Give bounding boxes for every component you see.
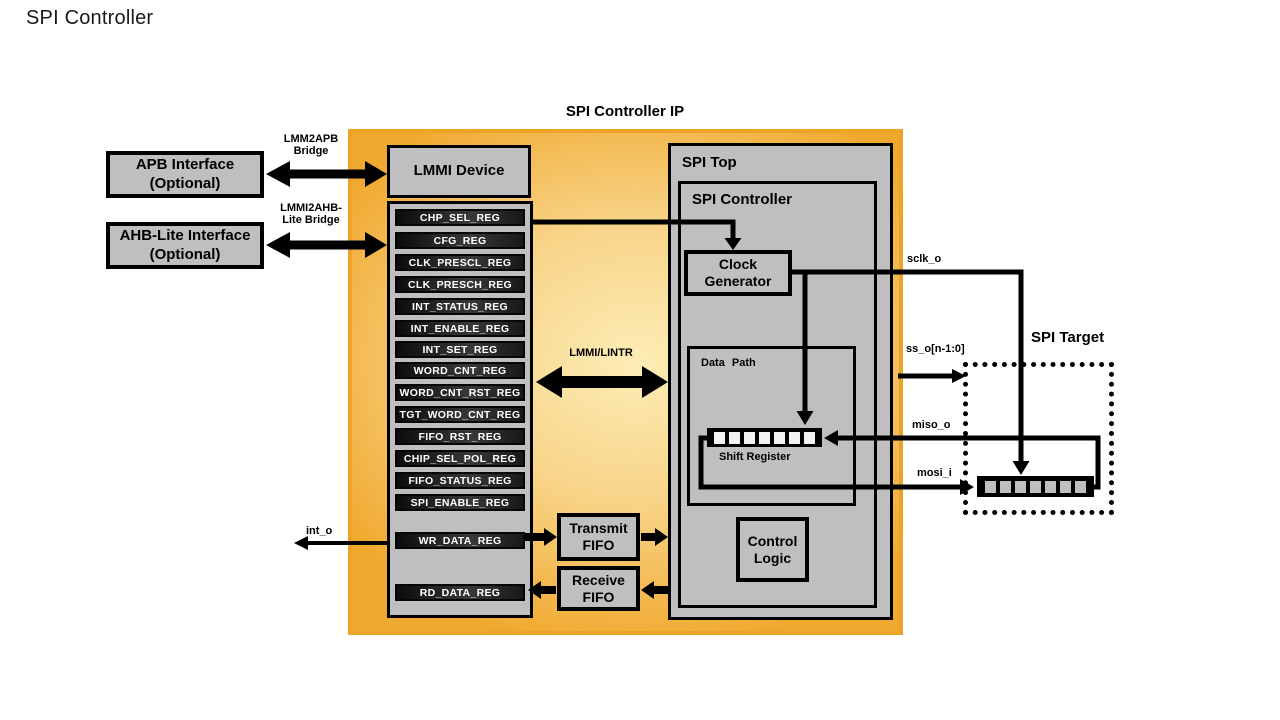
register-pill: WORD_CNT_RST_REG [395, 384, 525, 401]
shift-register-cell [1015, 480, 1026, 493]
register-pill: FIFO_STATUS_REG [395, 472, 525, 489]
int-o-signal-label: int_o [306, 525, 333, 537]
shift-register-label: Shift Register [719, 451, 791, 463]
spi-controller-label: SPI Controller [692, 191, 793, 208]
ip-block-label: SPI Controller IP [565, 103, 685, 120]
shift-register-cell [744, 431, 755, 444]
register-pill: FIFO_RST_REG [395, 428, 525, 445]
register-pill: TGT_WORD_CNT_REG [395, 406, 525, 423]
ahb-lite-interface-label: AHB-Lite Interface(Optional) [119, 226, 251, 263]
lmmi-device-box: LMMI Device [387, 145, 531, 198]
register-pill: RD_DATA_REG [395, 584, 525, 601]
controller-shift-register [707, 428, 822, 447]
register-pill: INT_SET_REG [395, 341, 525, 358]
shift-register-cell [985, 480, 996, 493]
data-path-label: Data Path [701, 357, 756, 369]
ahb-lite-interface-box: AHB-Lite Interface(Optional) [106, 222, 264, 269]
shift-register-cell [1030, 480, 1041, 493]
shift-register-cell [804, 431, 815, 444]
lmmi-lintr-label: LMMI/LINTR [569, 347, 633, 359]
shift-register-cell [1000, 480, 1011, 493]
mosi-i-signal-label: mosi_i [917, 467, 952, 479]
page-title: SPI Controller [26, 7, 154, 29]
register-pill: INT_ENABLE_REG [395, 320, 525, 337]
shift-register-cell [759, 431, 770, 444]
shift-register-cell [714, 431, 725, 444]
shift-register-cell [1075, 480, 1086, 493]
register-pill: WORD_CNT_REG [395, 362, 525, 379]
register-pill: CHP_SEL_REG [395, 209, 525, 226]
lmmi-device-label: LMMI Device [413, 162, 505, 180]
apb-interface-box: APB Interface(Optional) [106, 151, 264, 198]
shift-register-cell [1045, 480, 1056, 493]
shift-register-cell [729, 431, 740, 444]
target-shift-register [977, 476, 1094, 497]
register-pill: CFG_REG [395, 232, 525, 249]
lmmi-register-bank: CHP_SEL_REG CFG_REG CLK_PRESCL_REG CLK_PRES… [387, 201, 533, 618]
spi-top-label: SPI Top [682, 154, 737, 171]
miso-o-signal-label: miso_o [912, 419, 951, 431]
register-pill: CLK_PRESCH_REG [395, 276, 525, 293]
spi-target-label: SPI Target [1031, 329, 1105, 346]
register-pill: INT_STATUS_REG [395, 298, 525, 315]
shift-register-cell [789, 431, 800, 444]
sclk-o-signal-label: sclk_o [907, 253, 942, 265]
ss-o-signal-label: ss_o[n-1:0] [906, 343, 965, 355]
shift-register-cell [774, 431, 785, 444]
lmmi2ahb-bridge-label: LMMI2AHB-Lite Bridge [280, 202, 342, 226]
apb-interface-label: APB Interface(Optional) [135, 155, 235, 192]
register-pill: WR_DATA_REG [395, 532, 525, 549]
register-pill: CHIP_SEL_POL_REG [395, 450, 525, 467]
int-o-arrowhead [294, 536, 308, 550]
data-path-box: Data Path [687, 346, 856, 506]
register-pill: SPI_ENABLE_REG [395, 494, 525, 511]
shift-register-cell [1060, 480, 1071, 493]
register-pill: CLK_PRESCL_REG [395, 254, 525, 271]
